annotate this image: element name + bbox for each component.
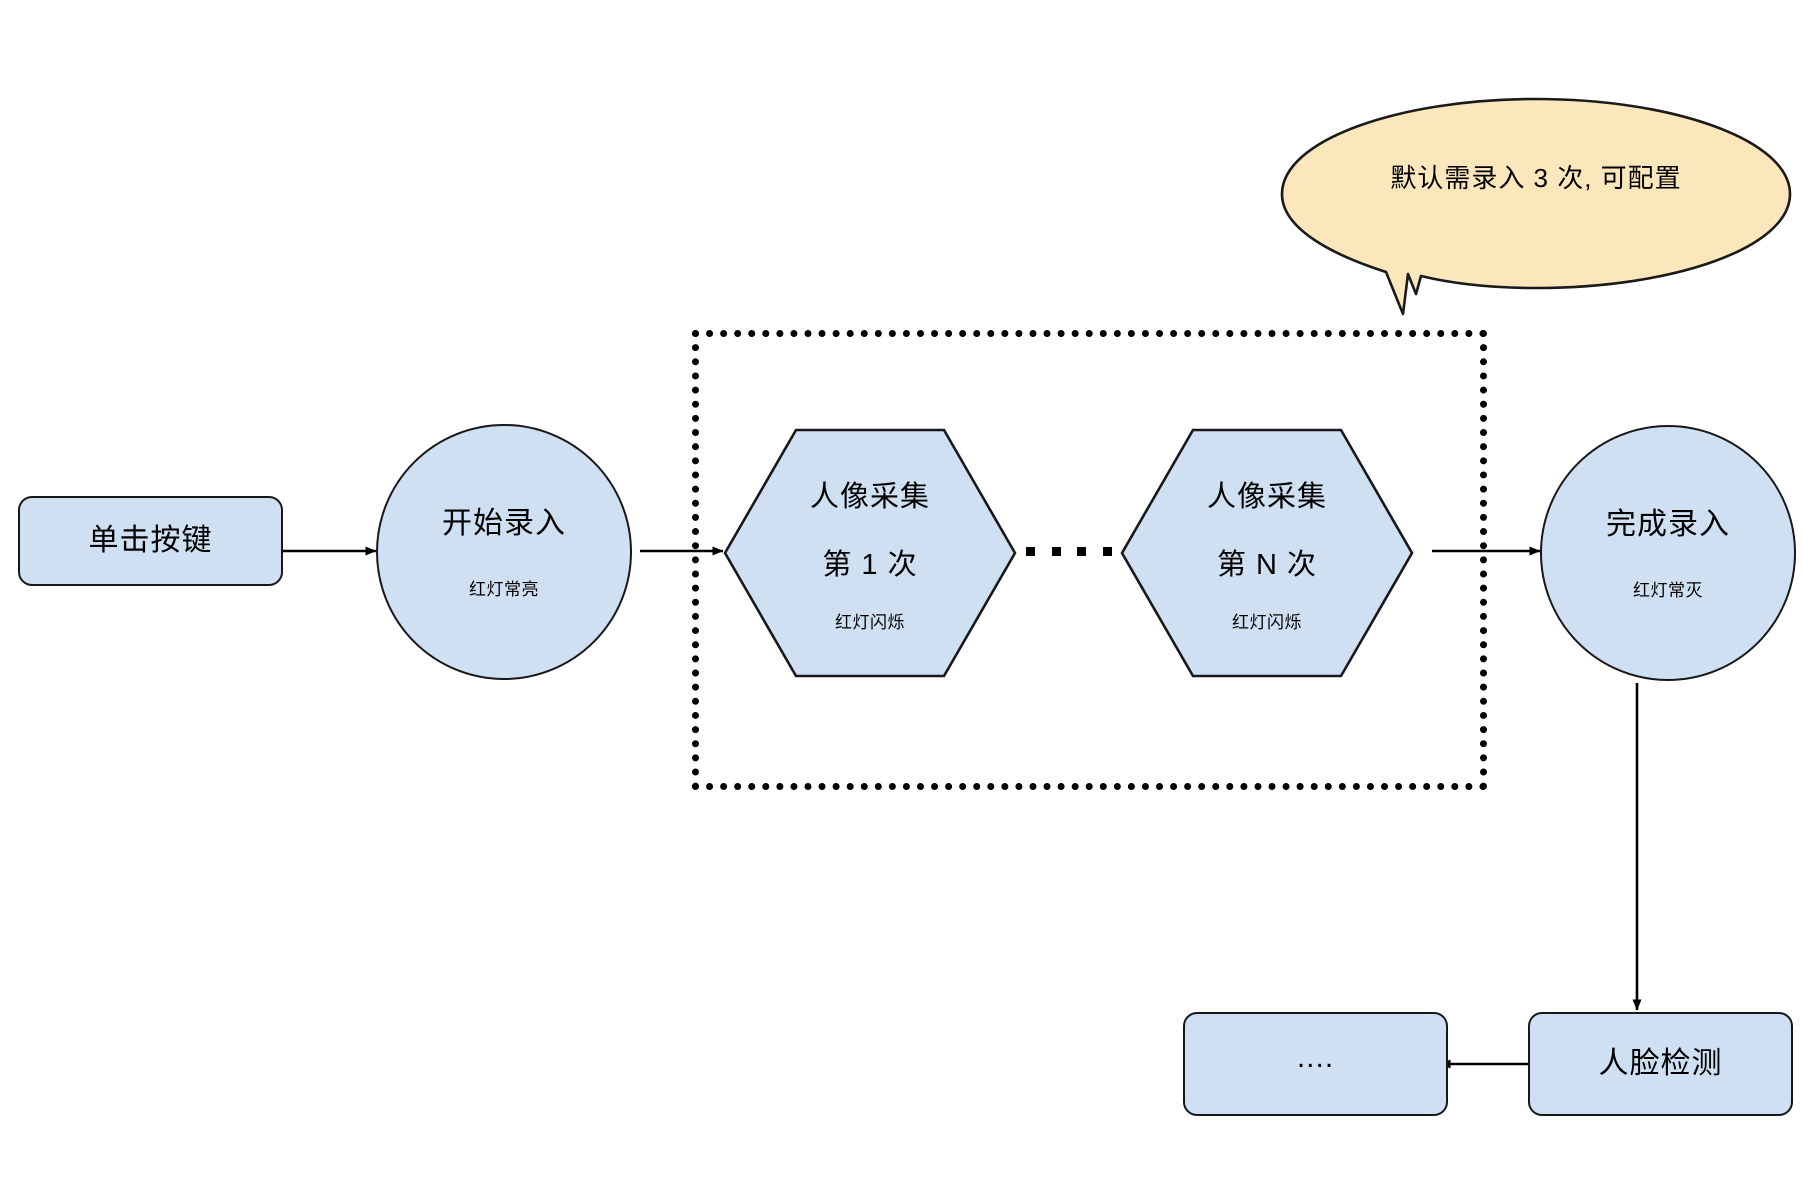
node-capture-first-sublabel: 红灯闪烁 [835, 612, 905, 632]
node-capture-nth[interactable]: 人像采集 第 N 次 红灯闪烁 [1120, 428, 1414, 678]
node-click-key-label: 单击按键 [88, 523, 213, 557]
node-start-enroll-sublabel: 红灯常亮 [469, 580, 539, 600]
callout-shape [1280, 97, 1792, 316]
ellipsis-dot [1026, 547, 1035, 556]
node-start-enroll[interactable]: 开始录入 红灯常亮 [376, 424, 632, 680]
ellipsis-dot [1051, 547, 1061, 556]
callout-enroll-count: 默认需录入 3 次, 可配置 [1278, 96, 1794, 320]
callout-text: 默认需录入 3 次, 可配置 [1390, 163, 1682, 193]
capture-loop-group [692, 330, 1487, 790]
hexagon-shape-first [723, 428, 1017, 678]
ellipsis-dot [1077, 547, 1087, 556]
node-more-steps-label: .... [1296, 1040, 1335, 1074]
ellipsis-dot [1102, 547, 1112, 556]
node-finish-enroll[interactable]: 完成录入 红灯常灭 [1540, 425, 1796, 681]
node-start-enroll-label: 开始录入 [442, 506, 566, 540]
node-finish-enroll-sublabel: 红灯常灭 [1633, 581, 1703, 601]
node-click-key[interactable]: 单击按键 [18, 496, 283, 586]
node-capture-nth-sublabel: 红灯闪烁 [1232, 612, 1302, 632]
node-capture-first-line1: 人像采集 [809, 480, 930, 513]
capture-repeat-ellipsis [1026, 547, 1112, 556]
node-capture-first-line2: 第 1 次 [822, 548, 918, 581]
node-face-detect-label: 人脸检测 [1598, 1046, 1723, 1080]
hexagon-shape-nth [1120, 428, 1414, 678]
node-face-detect[interactable]: 人脸检测 [1528, 1012, 1793, 1116]
node-capture-nth-line1: 人像采集 [1206, 480, 1327, 513]
node-more-steps[interactable]: .... [1183, 1012, 1448, 1116]
node-capture-nth-line2: 第 N 次 [1216, 548, 1318, 581]
node-capture-first[interactable]: 人像采集 第 1 次 红灯闪烁 [723, 428, 1017, 678]
node-finish-enroll-label: 完成录入 [1606, 507, 1730, 541]
